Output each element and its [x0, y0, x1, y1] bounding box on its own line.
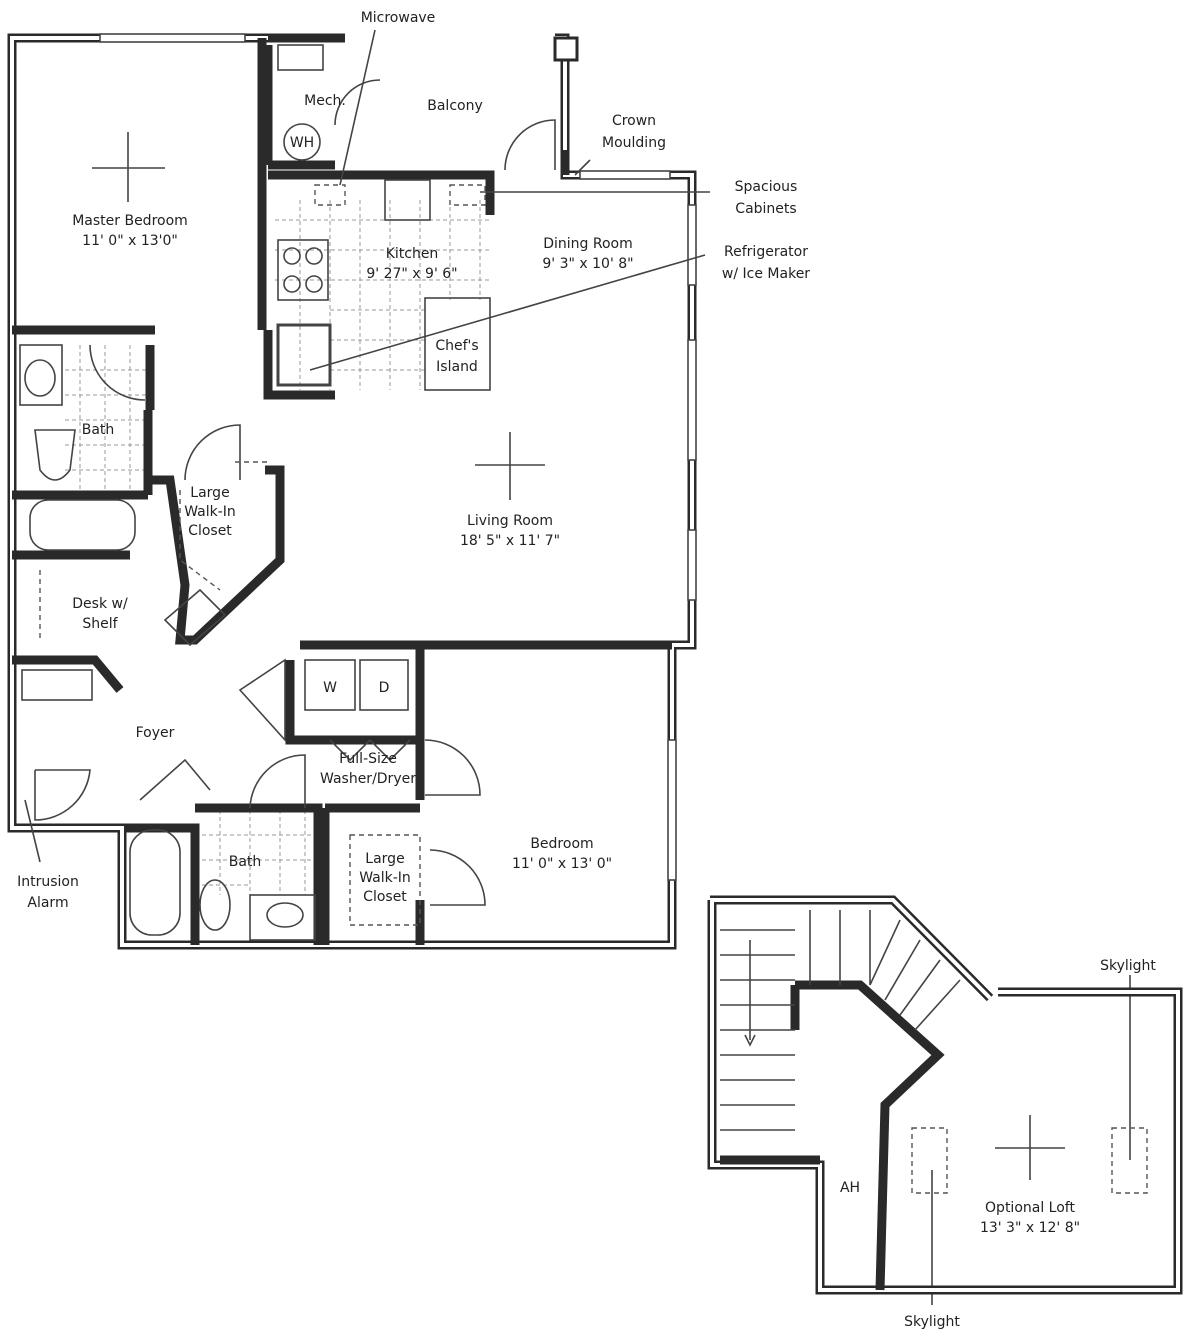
room-size-living-room: 18' 5" x 11' 7" [460, 533, 560, 549]
callout-skylight-bottom: Skylight [904, 1314, 960, 1330]
callout-crown-moulding-line2: Moulding [602, 135, 666, 151]
label-wh: WH [290, 135, 314, 151]
label-desk-line1: Desk w/ [72, 596, 128, 612]
label-desk-line2: Shelf [82, 616, 118, 632]
label-washer-dryer-line1: Full-Size [339, 751, 397, 767]
callout-refrigerator-line1: Refrigerator [724, 244, 808, 260]
ceiling-fans [92, 132, 1065, 1180]
label-chefs-island-line1: Chef's [435, 338, 478, 354]
room-size-master-bedroom: 11' 0" x 13'0" [82, 233, 178, 249]
bath1-tile-grid [65, 345, 148, 495]
room-name-dining-room: Dining Room [543, 236, 633, 252]
callout-intrusion-alarm-line2: Alarm [27, 895, 68, 911]
label-dryer: D [379, 680, 390, 696]
loft-walls [707, 895, 1183, 1295]
label-closet-1-line2: Walk-In [184, 504, 236, 520]
label-closet-2-line3: Closet [363, 889, 407, 905]
callout-spacious-cabinets-line2: Cabinets [735, 201, 796, 217]
room-size-optional-loft: 13' 3" x 12' 8" [980, 1220, 1080, 1236]
label-closet-1-line1: Large [190, 485, 229, 501]
label-mech: Mech. [304, 93, 346, 109]
main-walls [7, 33, 697, 950]
room-size-kitchen: 9' 27" x 9' 6" [366, 266, 457, 282]
loft-stairs [720, 910, 1148, 1194]
callout-skylight-top: Skylight [1100, 958, 1156, 974]
water-heater [283, 123, 321, 161]
label-bath-1: Bath [82, 422, 115, 438]
room-size-bedroom: 11' 0" x 13' 0" [512, 856, 612, 872]
room-name-kitchen: Kitchen [386, 246, 439, 262]
kitchen-tile-grid [275, 200, 490, 390]
room-size-dining-room: 9' 3" x 10' 8" [542, 256, 633, 272]
leader-lines [24, 29, 1131, 1305]
label-chefs-island-line2: Island [436, 359, 478, 375]
label-ah: AH [840, 1180, 860, 1196]
room-name-master-bedroom: Master Bedroom [72, 213, 188, 229]
label-closet-2-line2: Walk-In [359, 870, 411, 886]
callout-spacious-cabinets-line1: Spacious [735, 179, 798, 195]
label-bath-2: Bath [229, 854, 262, 870]
label-balcony: Balcony [427, 98, 483, 114]
doors [34, 79, 556, 906]
label-closet-2-line1: Large [365, 851, 404, 867]
room-name-living-room: Living Room [467, 513, 553, 529]
bath2-tile-grid [195, 810, 318, 895]
callout-intrusion-alarm-line1: Intrusion [17, 874, 79, 890]
callout-refrigerator-line2: w/ Ice Maker [722, 266, 810, 282]
callout-microwave: Microwave [361, 10, 436, 26]
room-name-bedroom: Bedroom [530, 836, 593, 852]
label-washer-dryer-line2: Washer/Dryer [320, 771, 416, 787]
callout-crown-moulding-line1: Crown [612, 113, 656, 129]
fixtures [19, 44, 491, 941]
label-foyer: Foyer [136, 725, 175, 741]
windows [99, 33, 697, 881]
label-washer: W [323, 680, 337, 696]
room-name-optional-loft: Optional Loft [985, 1200, 1075, 1216]
label-closet-1-line3: Closet [188, 523, 232, 539]
